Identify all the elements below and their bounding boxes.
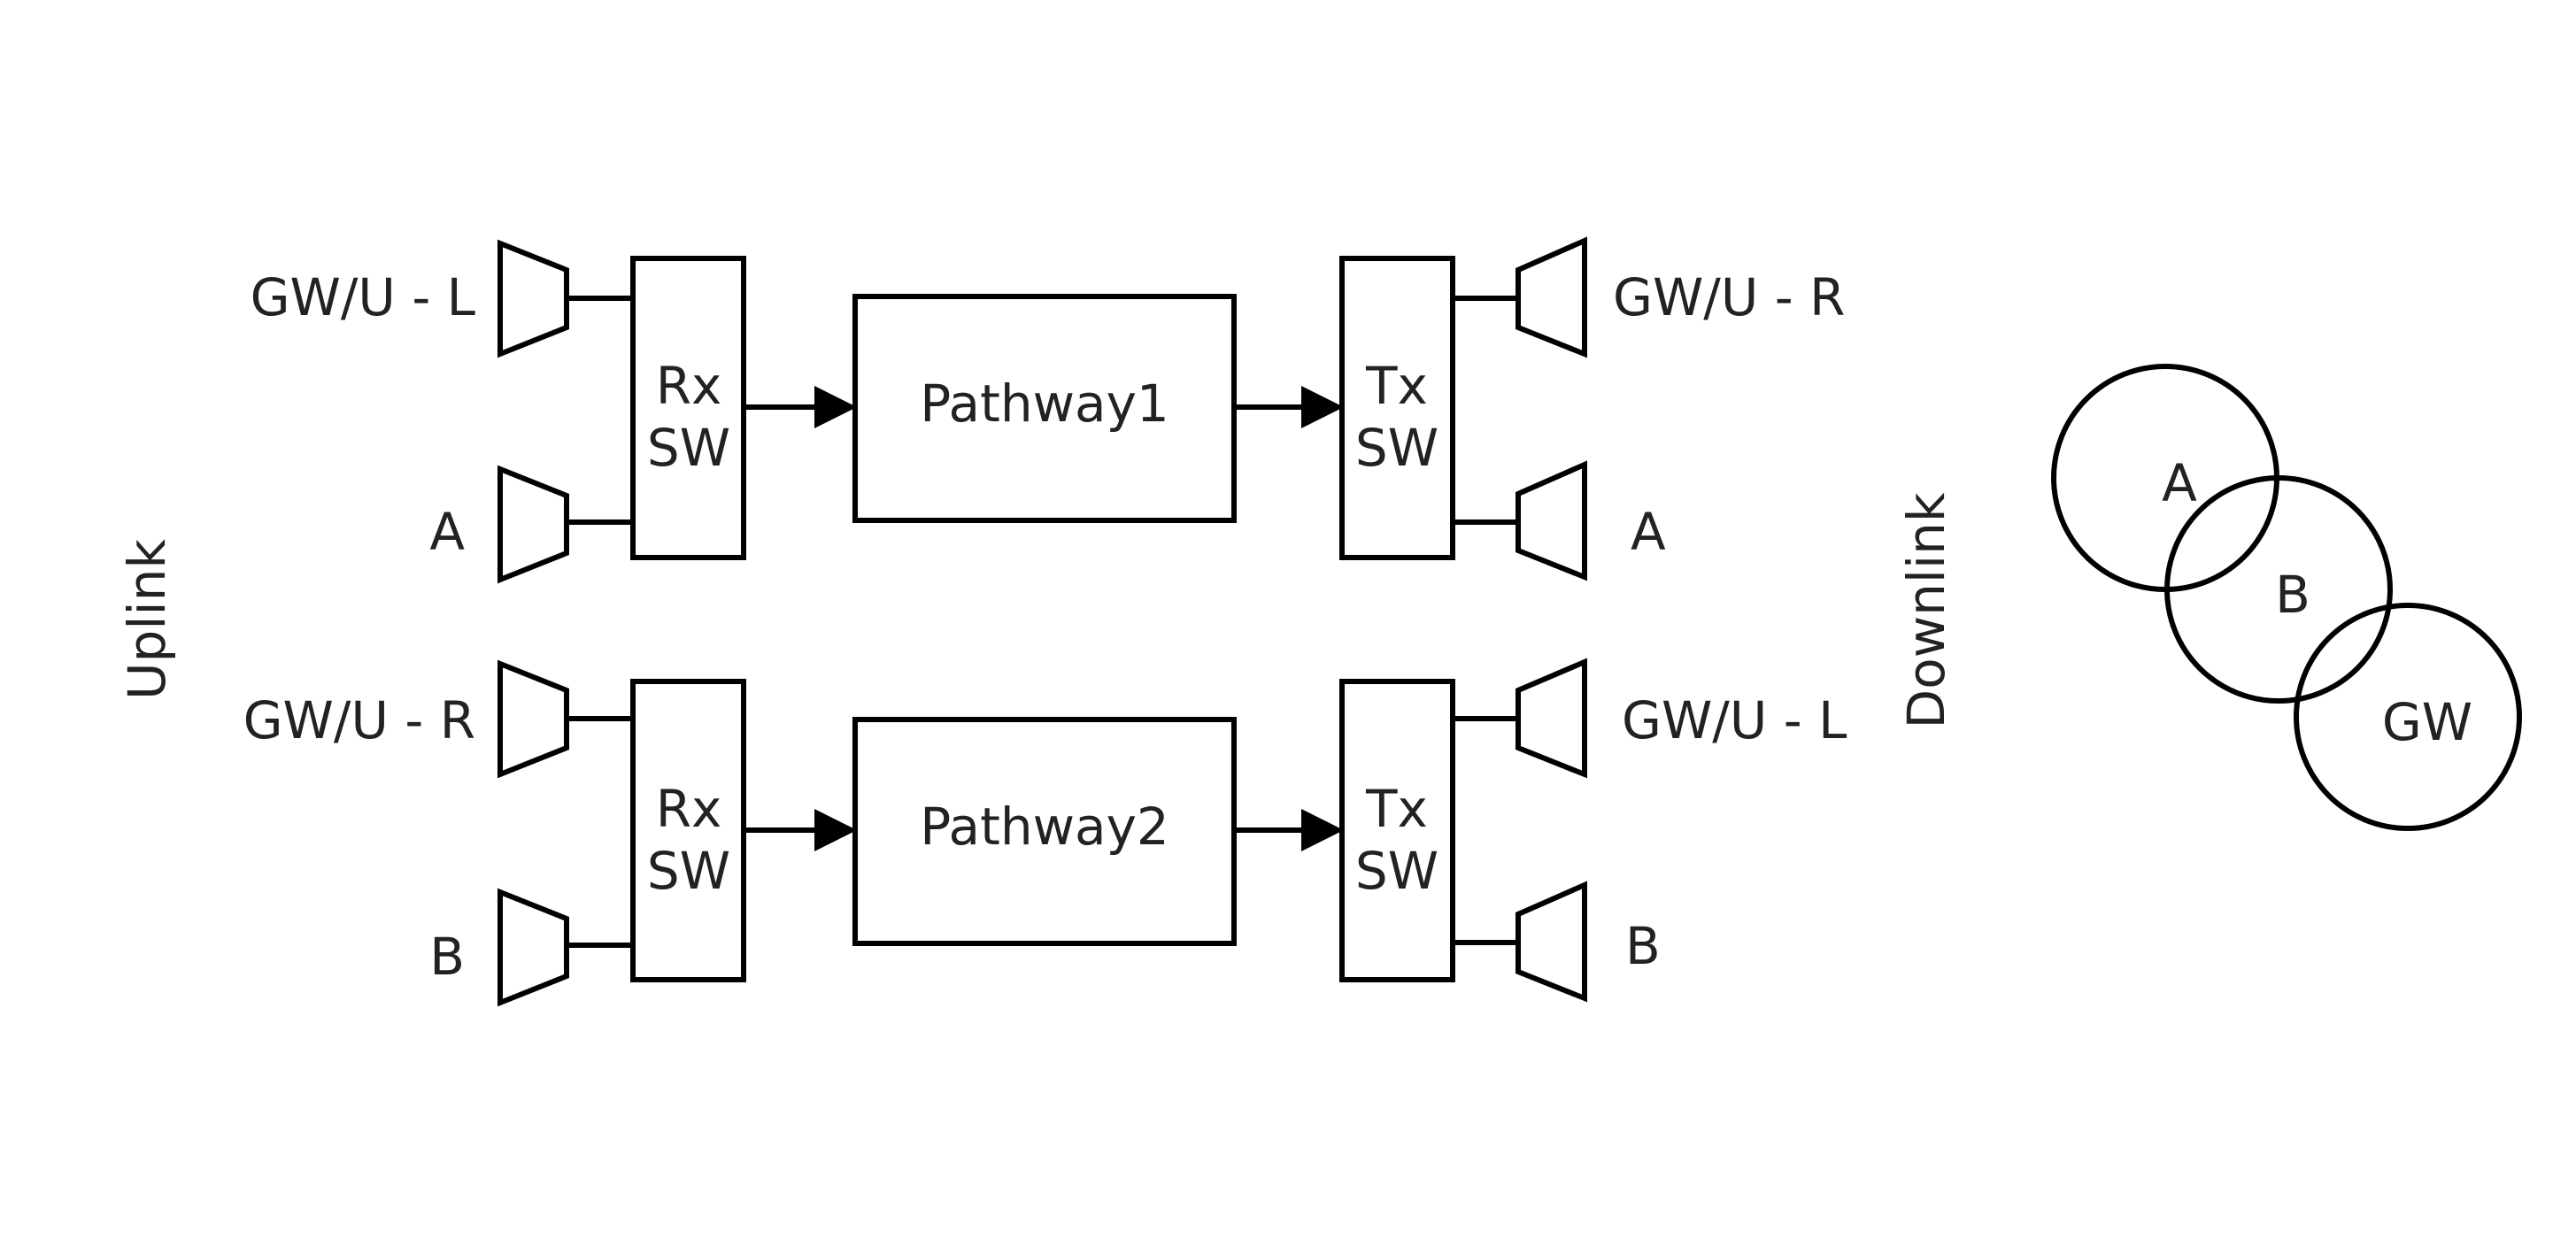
output-antenna-horn (1518, 465, 1585, 577)
tx-switch-label: SW (1355, 841, 1438, 901)
input-label-bottom: B (429, 927, 465, 987)
rx-switch-label: SW (647, 418, 730, 478)
output-antenna-horn (1518, 662, 1585, 774)
rx-switch-label: SW (647, 841, 730, 901)
input-antenna-horn (500, 892, 567, 1003)
input-label-top: GW/U - L (251, 267, 475, 327)
input-antenna-horn (500, 469, 567, 580)
output-label-bottom: B (1625, 916, 1661, 976)
beam-label-a: A (2162, 453, 2197, 513)
pathway-label: Pathway1 (920, 373, 1169, 434)
pathway-label: Pathway2 (920, 796, 1169, 857)
rx-switch-label: Rx (656, 356, 722, 416)
beam-label-b: B (2275, 565, 2310, 625)
output-label-top: GW/U - L (1622, 690, 1847, 750)
beam-label-gw: GW (2382, 692, 2472, 752)
rx-switch-label: Rx (656, 779, 722, 839)
input-label-bottom: A (429, 502, 465, 562)
output-antenna-horn (1518, 241, 1585, 354)
input-antenna-horn (500, 243, 567, 354)
tx-switch-label: Tx (1365, 779, 1428, 839)
output-label-top: GW/U - R (1613, 267, 1845, 327)
tx-switch-label: SW (1355, 418, 1438, 478)
output-antenna-horn (1518, 885, 1585, 998)
tx-switch-label: Tx (1365, 356, 1428, 416)
input-label-top: GW/U - R (243, 690, 475, 750)
input-antenna-horn (500, 664, 567, 774)
uplink-label: Uplink (117, 539, 177, 700)
pathway1-chain: GW/U - L A Rx SW Pathway1 Tx SW GW/U - R… (251, 241, 1846, 580)
output-label-bottom: A (1631, 502, 1666, 562)
downlink-label: Downlink (1896, 492, 1956, 728)
beam-coverage-map: A B GW (2054, 366, 2519, 828)
pathway2-chain: GW/U - R B Rx SW Pathway2 Tx SW GW/U - L… (243, 662, 1847, 1003)
